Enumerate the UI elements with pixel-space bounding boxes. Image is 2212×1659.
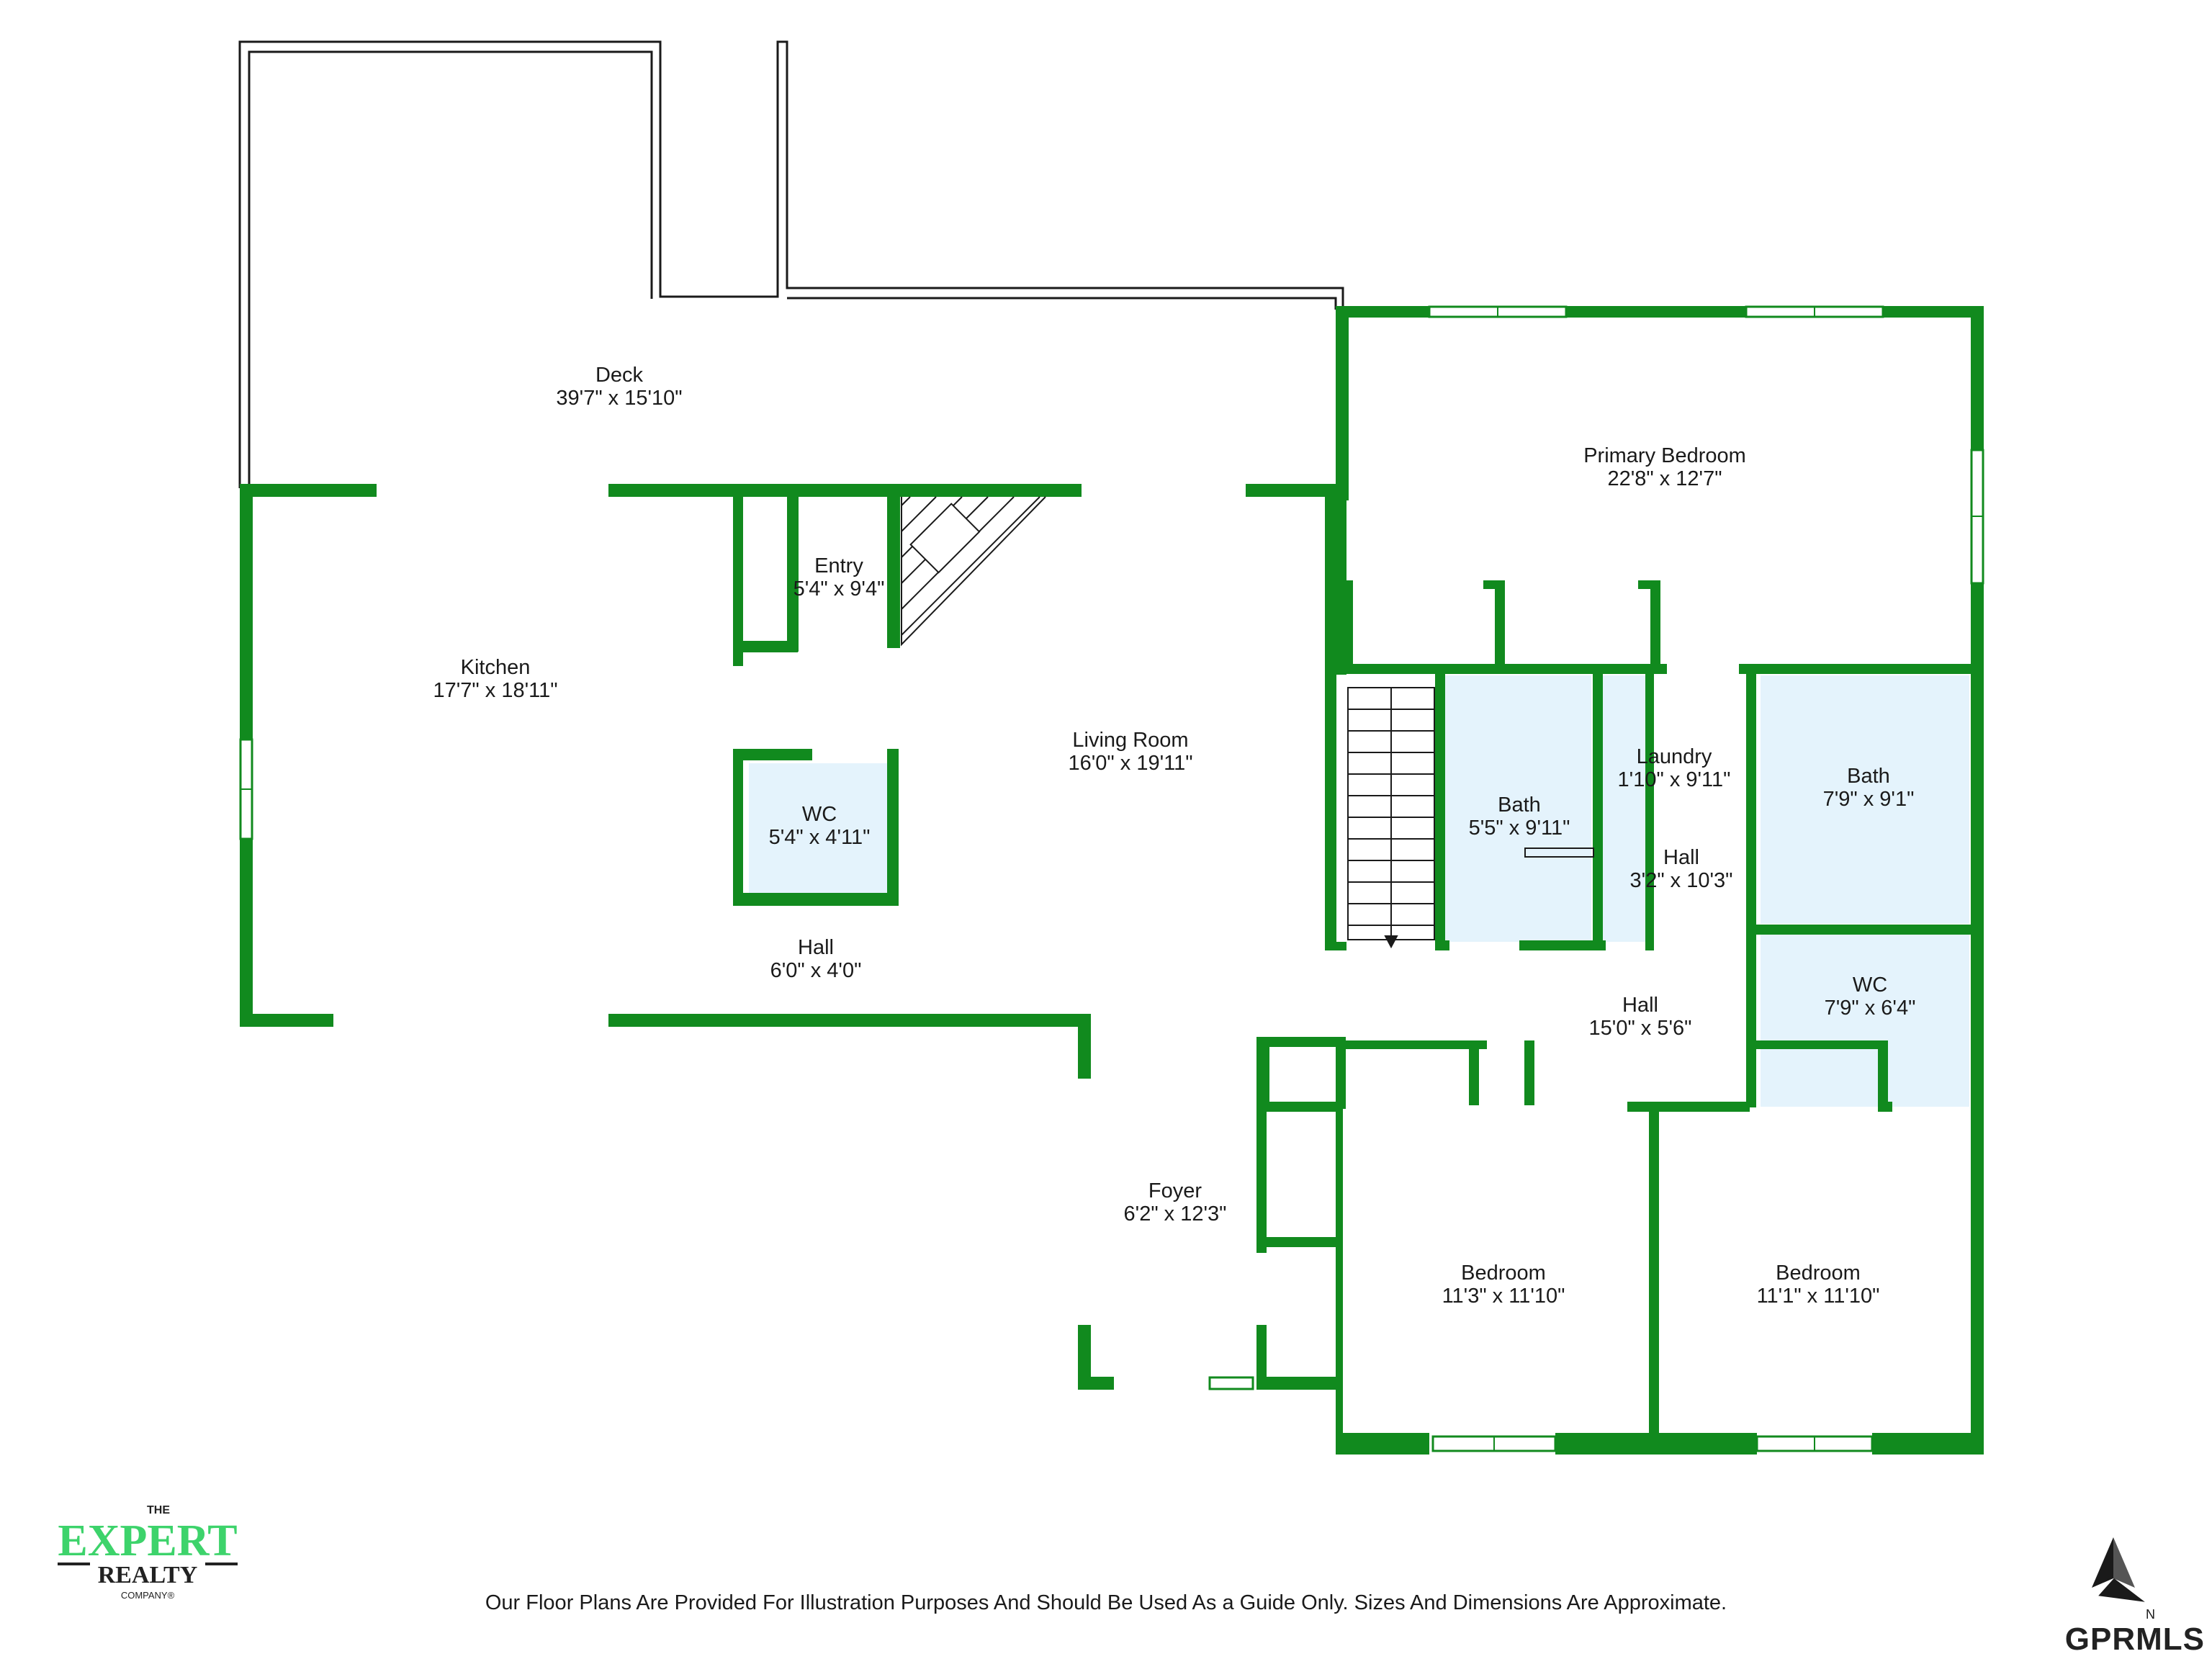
bath-right-dimensions: 7'9" x 9'1" xyxy=(1823,788,1915,811)
living-room-dimensions: 16'0" x 19'11" xyxy=(1068,752,1192,775)
hall-wide-name: Hall xyxy=(1622,994,1658,1017)
wc-right-name: WC xyxy=(1853,974,1887,997)
wc-main-name: WC xyxy=(802,803,837,826)
primary-bedroom-dimensions: 22'8" x 12'7" xyxy=(1607,467,1722,490)
foyer-dimensions: 6'2" x 12'3" xyxy=(1124,1202,1227,1226)
bedroom-right-dimensions: 11'1" x 11'10" xyxy=(1757,1285,1880,1308)
bath-right-fill xyxy=(1761,675,1969,924)
deck-name: Deck xyxy=(595,364,644,387)
walls xyxy=(240,306,1984,1455)
window-dividers xyxy=(240,307,1983,1451)
bath-center-fill xyxy=(1440,675,1591,942)
expert-realty-logo: THE EXPERT REALTY COMPANY® xyxy=(58,1504,238,1601)
logo-the: THE xyxy=(147,1504,170,1516)
north-arrow-icon: N xyxy=(2092,1537,2155,1622)
bath-center-name: Bath xyxy=(1498,793,1541,817)
wc-main-fill xyxy=(749,763,893,896)
disclaimer-text: Our Floor Plans Are Provided For Illustr… xyxy=(485,1591,1727,1614)
wc-main-dimensions: 5'4" x 4'11" xyxy=(769,826,871,849)
logo-expert: EXPERT xyxy=(58,1516,237,1565)
bath-center-dimensions: 5'5" x 9'11" xyxy=(1469,817,1570,840)
laundry-fill xyxy=(1600,675,1652,942)
bedroom-right-name: Bedroom xyxy=(1776,1262,1861,1285)
stairs xyxy=(901,496,1594,949)
laundry-dimensions: 1'10" x 9'11" xyxy=(1618,768,1731,791)
kitchen-dimensions: 17'7" x 18'11" xyxy=(433,679,557,702)
wet-room-fills xyxy=(749,675,1969,1107)
hall-narrow-name: Hall xyxy=(1663,846,1699,869)
wc-right-dimensions: 7'9" x 6'4" xyxy=(1825,997,1916,1020)
primary-bedroom-name: Primary Bedroom xyxy=(1583,444,1746,467)
kitchen-name: Kitchen xyxy=(461,656,531,679)
bedroom-left-name: Bedroom xyxy=(1461,1262,1546,1285)
entry-dimensions: 5'4" x 9'4" xyxy=(793,577,885,601)
hall-narrow-dimensions: 3'2" x 10'3" xyxy=(1630,869,1733,892)
compass-n-label: N xyxy=(2146,1607,2155,1622)
bath-right-name: Bath xyxy=(1847,765,1890,788)
logo-company: COMPANY® xyxy=(121,1590,175,1601)
wc-right-fill xyxy=(1761,934,1969,1107)
deck-dimensions: 39'7" x 15'10" xyxy=(556,387,682,410)
laundry-name: Laundry xyxy=(1637,745,1712,768)
hall-small-dimensions: 6'0" x 4'0" xyxy=(770,959,862,982)
entry-name: Entry xyxy=(814,554,863,577)
gprmls-brand: GPRMLS xyxy=(2064,1622,2205,1657)
bedroom-left-dimensions: 11'3" x 11'10" xyxy=(1442,1285,1565,1308)
logo-realty: REALTY xyxy=(98,1562,198,1588)
foyer-name: Foyer xyxy=(1148,1179,1202,1202)
hall-small-name: Hall xyxy=(798,936,834,959)
deck-outline xyxy=(238,40,1344,488)
living-room-name: Living Room xyxy=(1072,729,1188,752)
hall-wide-dimensions: 15'0" x 5'6" xyxy=(1589,1017,1692,1040)
